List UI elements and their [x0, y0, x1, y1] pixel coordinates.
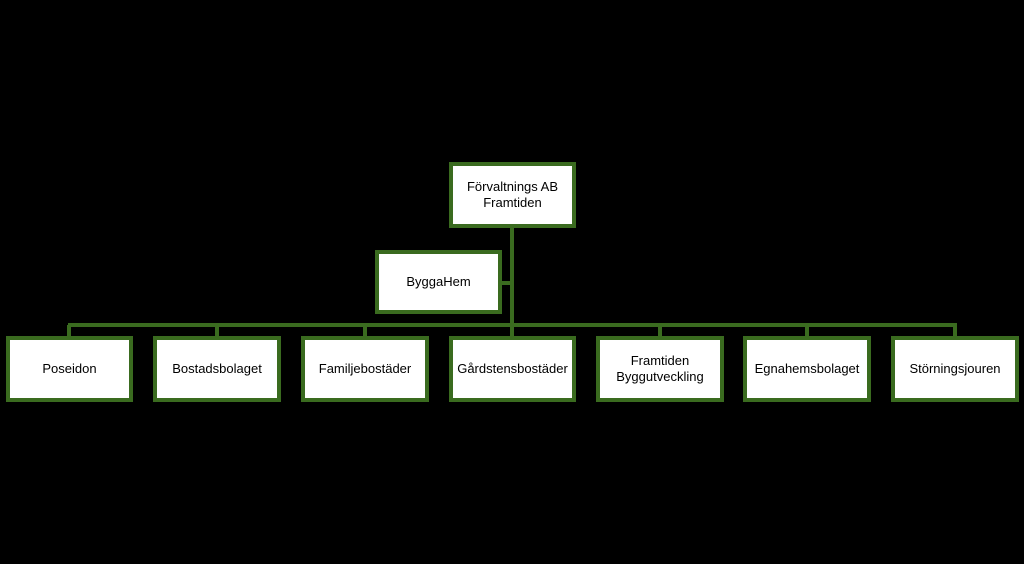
child-node-label: Familjebostäder	[318, 361, 412, 376]
child-node-box: Gårdstensbostäder	[449, 336, 576, 402]
child-node-label: Gårdstensbostäder	[457, 361, 568, 376]
assistant-node-label: ByggaHem	[406, 274, 471, 289]
root-node-label: Förvaltnings AB Framtiden	[466, 179, 559, 210]
child-node-box: Störningsjouren	[891, 336, 1019, 402]
child-node-label: Egnahemsbolaget	[754, 361, 860, 376]
child-node-box: Bostadsbolaget	[153, 336, 281, 402]
child-node-box: Egnahemsbolaget	[743, 336, 871, 402]
assistant-node-box: ByggaHem	[375, 250, 502, 314]
child-node-label: Bostadsbolaget	[172, 361, 262, 376]
child-node-box: Framtiden Byggutveckling	[596, 336, 724, 402]
child-node-label: Poseidon	[42, 361, 97, 376]
child-node-box: Familjebostäder	[301, 336, 429, 402]
child-node-label: Störningsjouren	[909, 361, 1001, 376]
child-node-box: Poseidon	[6, 336, 133, 402]
child-node-label: Framtiden Byggutveckling	[616, 353, 704, 384]
root-node-box: Förvaltnings AB Framtiden	[449, 162, 576, 228]
